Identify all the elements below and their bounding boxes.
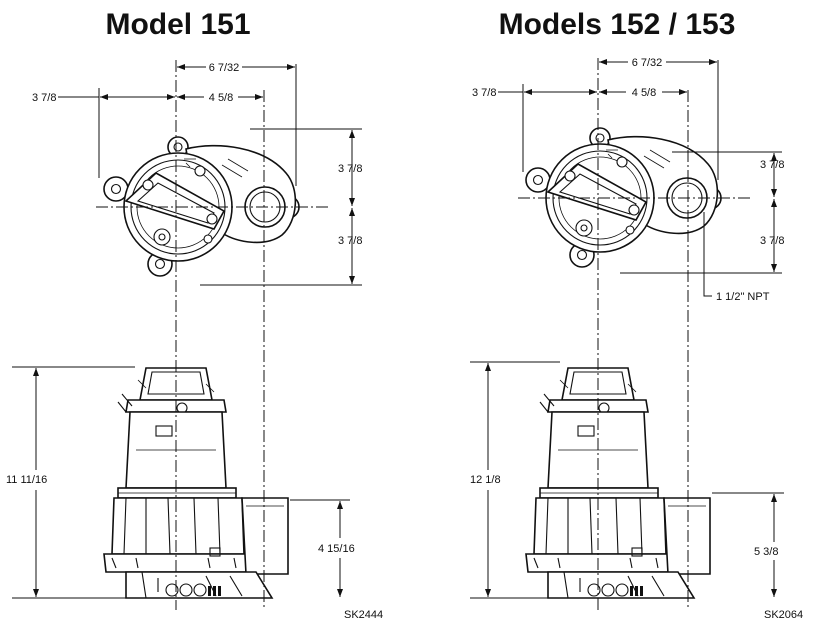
right-front-view [525,367,711,599]
right-drawing-code: SK2064 [764,609,803,621]
right-label-upper-half: 3 7/8 [760,159,784,171]
left-label-discharge-height: 4 15/16 [318,543,355,555]
left-label-left-offset: 3 7/8 [32,92,56,104]
right-title: Models 152 / 153 [499,8,736,41]
right-npt-leader [703,212,712,297]
left-label-center-offset: 4 5/8 [209,92,233,104]
left-label-lower-half: 3 7/8 [338,235,362,247]
right-label-discharge-height: 5 3/8 [754,546,778,558]
left-label-height: 11 11/16 [6,474,47,486]
right-label-lower-half: 3 7/8 [760,235,784,247]
left-drawing-code: SK2444 [344,609,383,621]
right-label-overall-width: 6 7/32 [632,57,663,69]
left-label-overall-width: 6 7/32 [209,62,240,74]
right-label-npt: 1 1/2" NPT [716,291,770,303]
left-title: Model 151 [105,8,250,41]
right-label-height: 12 1/8 [470,474,501,486]
right-label-center-offset: 4 5/8 [632,87,656,99]
left-front-view [103,367,289,599]
left-label-upper-half: 3 7/8 [338,163,362,175]
right-label-left-offset: 3 7/8 [472,87,496,99]
